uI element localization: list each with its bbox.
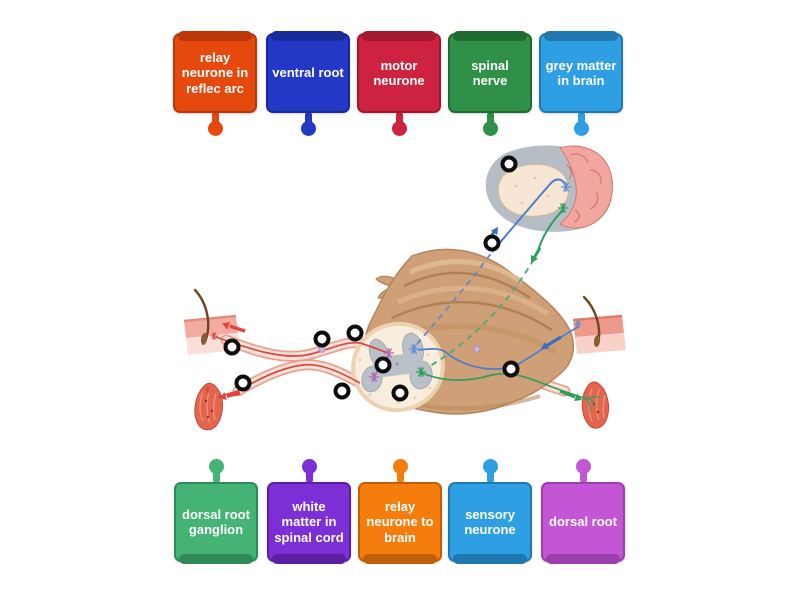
pin-stem xyxy=(486,470,494,483)
right-nerve-tubes xyxy=(424,332,571,397)
nerve-ending-icon xyxy=(574,320,582,328)
brain-neuron-icon xyxy=(560,181,572,193)
pin-stem xyxy=(577,112,585,125)
label-text: relay neurone in reflec arc xyxy=(181,50,249,96)
drop-target-9[interactable] xyxy=(391,384,409,402)
pin-stem xyxy=(305,470,313,483)
label-text: relay neurone to brain xyxy=(366,499,434,545)
label-card-face: grey matter in brain xyxy=(539,31,623,113)
label-card-ventral-root[interactable]: ventral root xyxy=(266,31,350,136)
drop-target-5[interactable] xyxy=(346,324,364,342)
label-card-relay-neurone-in-reflec-arc[interactable]: relay neurone in reflec arc xyxy=(173,31,257,136)
pin-circle-icon xyxy=(208,459,224,474)
pin-stem xyxy=(579,470,587,483)
neural-pathways xyxy=(215,178,588,401)
stimulus-arrow-icon xyxy=(222,322,246,333)
right-muscle-icon xyxy=(581,381,610,429)
label-text: ventral root xyxy=(272,65,344,81)
nerve-ending-icon xyxy=(210,332,218,340)
left-muscle-icon xyxy=(194,382,224,431)
label-card-sensory-neurone[interactable]: sensory neurone xyxy=(448,459,532,564)
drop-target-8[interactable] xyxy=(333,382,351,400)
pin-circle-icon xyxy=(575,459,591,474)
muscle-arrow-icon xyxy=(559,389,582,401)
pin-stem xyxy=(212,470,220,483)
label-card-face: dorsal root xyxy=(541,482,625,564)
relay-neuron-icon xyxy=(368,371,380,383)
pin-circle-icon xyxy=(207,121,223,136)
drop-target-3[interactable] xyxy=(223,338,241,356)
drop-target-2[interactable] xyxy=(483,234,501,252)
sensory-arrow-icon xyxy=(541,335,562,349)
label-card-face: motor neurone xyxy=(357,31,441,113)
sensory-neuron-icon xyxy=(408,343,420,355)
drop-target-4[interactable] xyxy=(313,330,331,348)
label-card-motor-neurone[interactable]: motor neurone xyxy=(357,31,441,136)
drop-target-7[interactable] xyxy=(234,374,252,392)
label-card-dorsal-root[interactable]: dorsal root xyxy=(541,459,625,564)
label-text: sensory neurone xyxy=(464,506,516,537)
pin-stem xyxy=(395,112,403,125)
pin-stem xyxy=(486,112,494,125)
label-card-spinal-nerve[interactable]: spinal nerve xyxy=(448,31,532,136)
drop-target-1[interactable] xyxy=(500,155,518,173)
label-card-face: white matter in spinal cord xyxy=(267,482,351,564)
label-card-face: sensory neurone xyxy=(448,482,532,564)
brain-cerebrum-gyri xyxy=(559,145,613,229)
pin-circle-icon xyxy=(392,459,408,474)
motor-response-arrow-icon xyxy=(219,391,241,400)
label-text: motor neurone xyxy=(373,57,425,88)
pin-circle-icon xyxy=(573,121,589,136)
pin-circle-icon xyxy=(391,121,407,136)
label-card-dorsal-root-ganglion[interactable]: dorsal root ganglion xyxy=(174,459,258,564)
label-card-white-matter-in-spinal-cord[interactable]: white matter in spinal cord xyxy=(267,459,351,564)
pin-stem xyxy=(211,112,219,125)
pin-stem xyxy=(396,470,404,483)
label-text: spinal nerve xyxy=(471,57,509,88)
right-skin-icon xyxy=(572,295,626,354)
label-card-relay-neurone-to-brain[interactable]: relay neurone to brain xyxy=(358,459,442,564)
label-card-face: spinal nerve xyxy=(448,31,532,113)
nerve-ending-icon xyxy=(204,386,212,394)
label-text: white matter in spinal cord xyxy=(274,499,344,545)
pin-circle-icon xyxy=(301,459,317,474)
label-card-face: relay neurone in reflec arc xyxy=(173,31,257,113)
pin-circle-icon xyxy=(300,121,316,136)
label-card-face: ventral root xyxy=(266,31,350,113)
label-text: dorsal root ganglion xyxy=(182,506,250,537)
drop-target-6[interactable] xyxy=(374,356,392,374)
drop-target-10[interactable] xyxy=(502,360,520,378)
descending-arrow-icon xyxy=(531,247,542,263)
label-card-face: dorsal root ganglion xyxy=(174,482,258,564)
pin-circle-icon xyxy=(482,121,498,136)
label-text: grey matter in brain xyxy=(545,57,617,88)
label-card-grey-matter-in-brain[interactable]: grey matter in brain xyxy=(539,31,623,136)
ganglion-cell-body xyxy=(473,345,481,353)
label-card-face: relay neurone to brain xyxy=(358,482,442,564)
motor-neuron-icon xyxy=(415,366,427,378)
brain-neuron-icon xyxy=(557,202,569,214)
pin-circle-icon xyxy=(482,459,498,474)
pin-stem xyxy=(304,112,312,125)
label-text: dorsal root xyxy=(549,514,617,530)
